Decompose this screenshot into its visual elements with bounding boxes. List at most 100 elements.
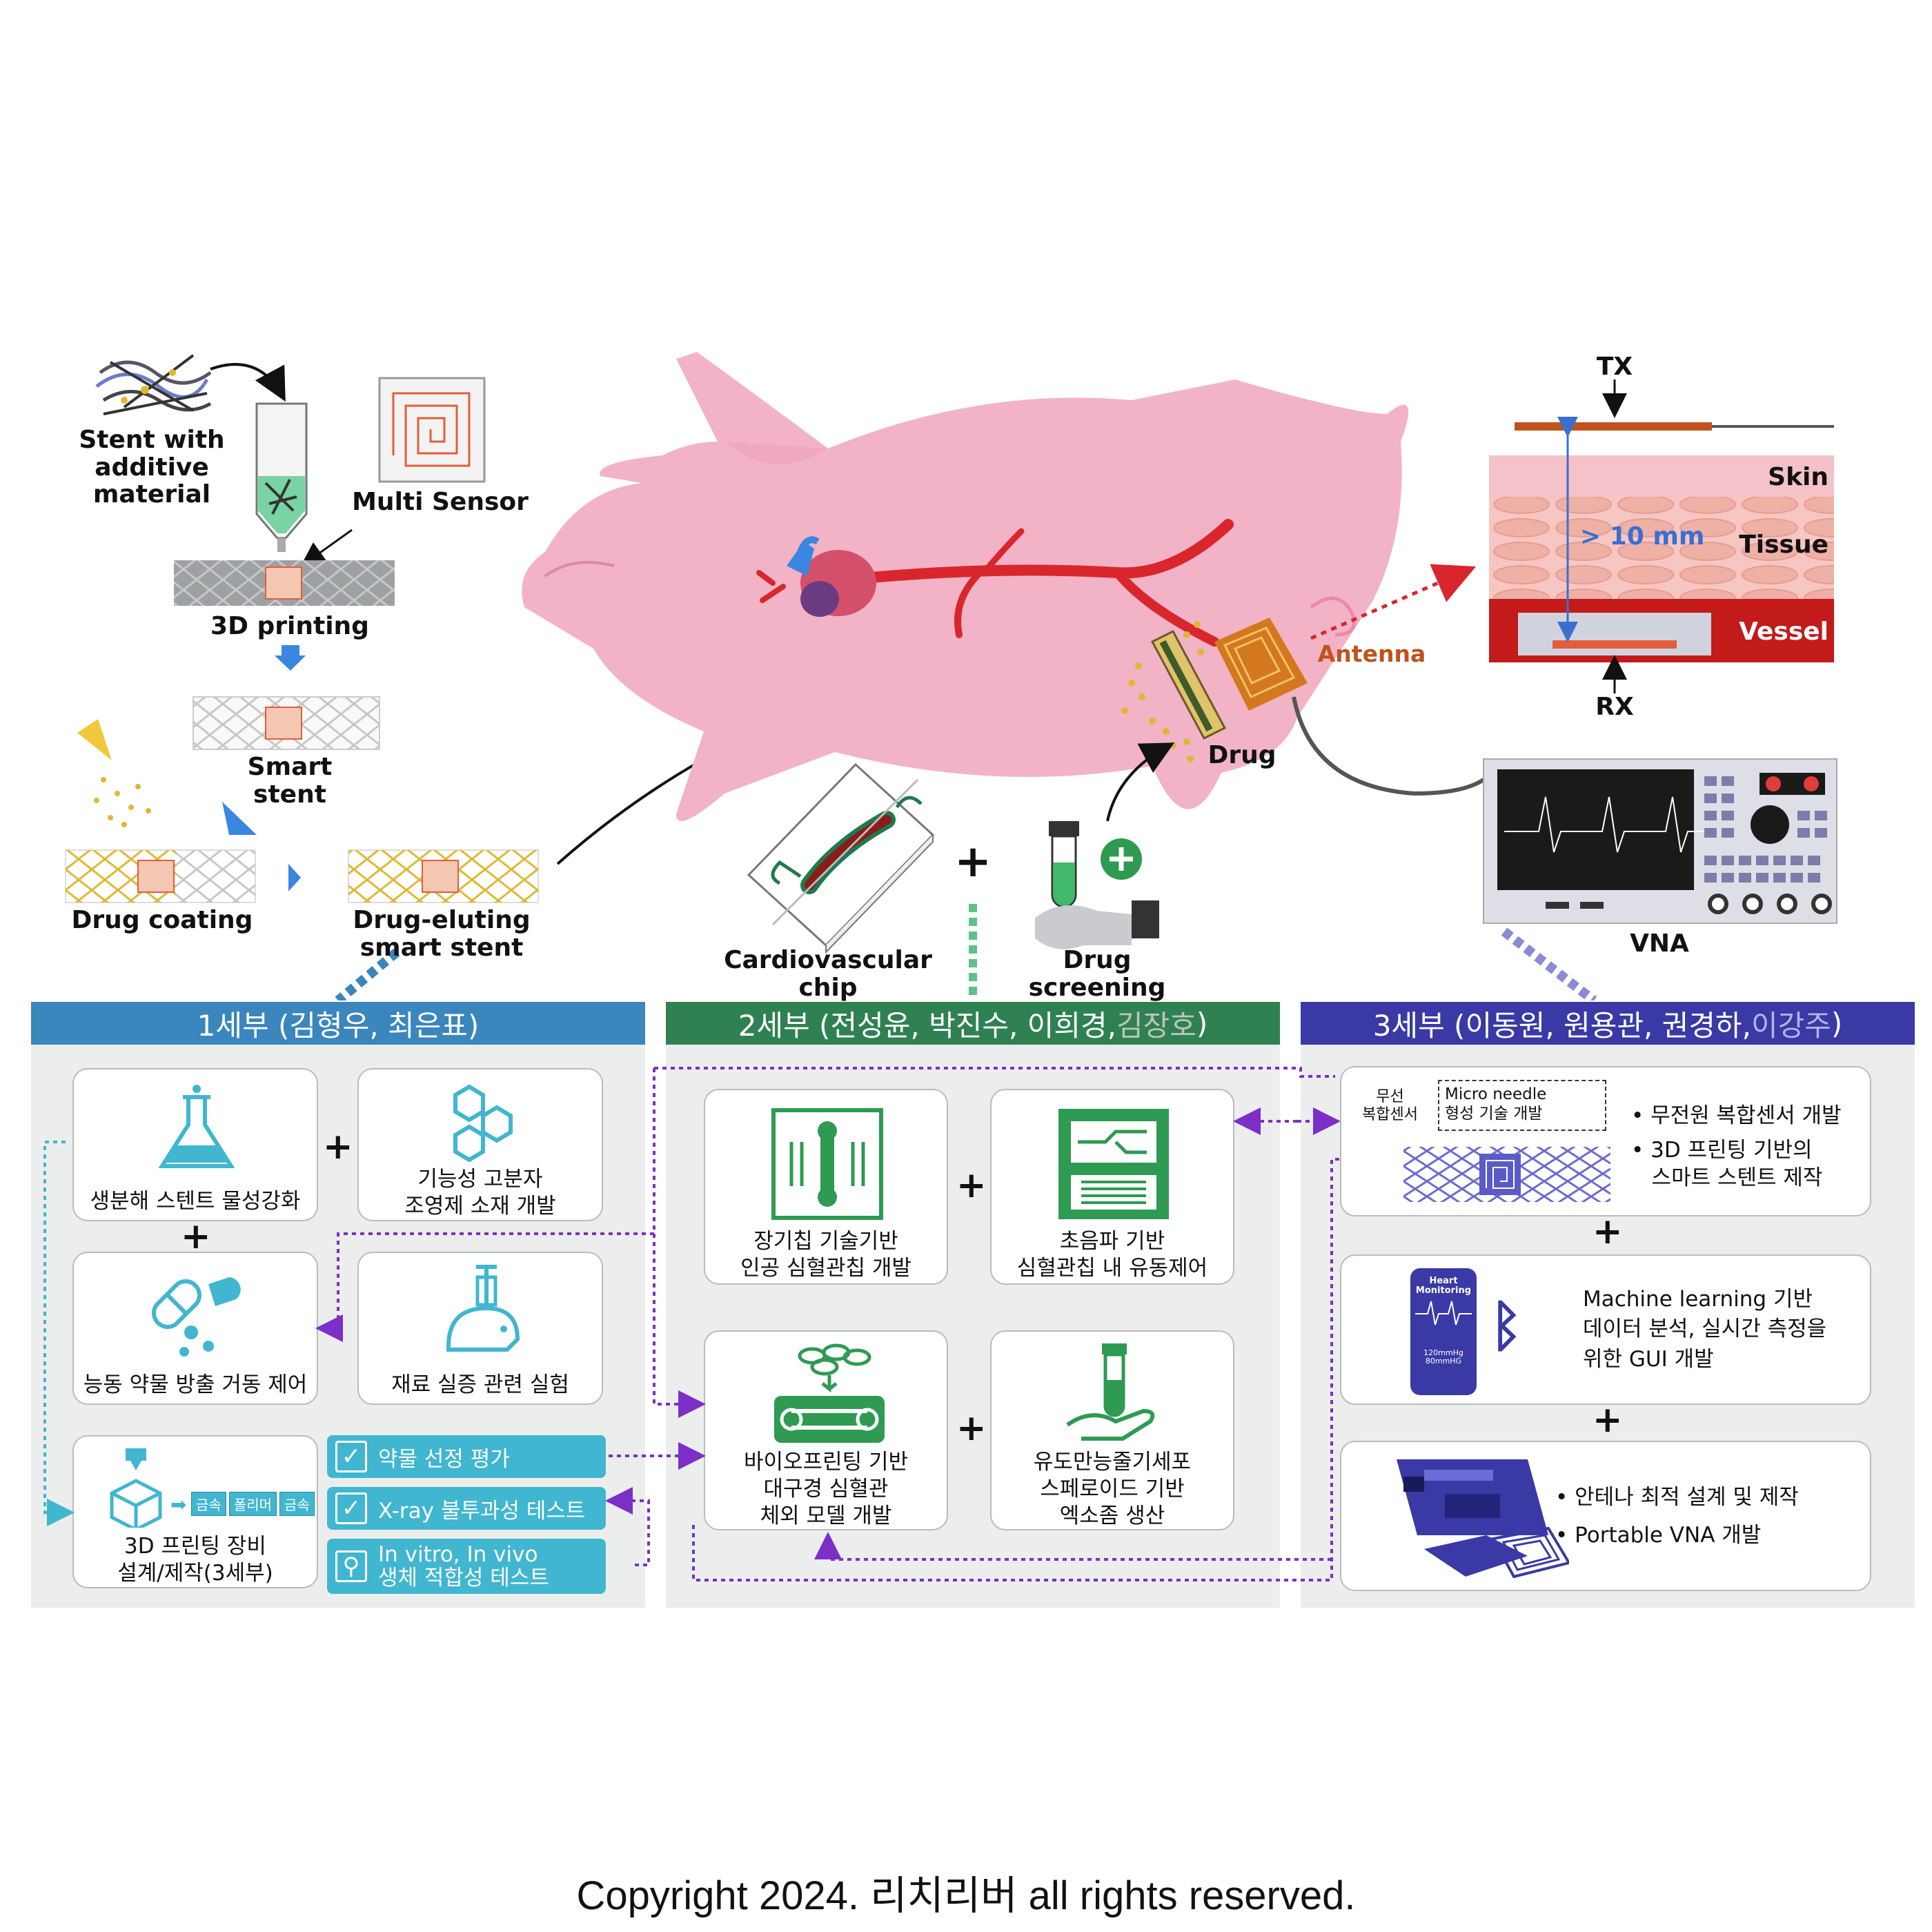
rx-label: RX xyxy=(1595,693,1634,721)
material-tag: 폴리머 xyxy=(228,1492,277,1516)
panel-3-title-grey: 이강주 xyxy=(1751,1008,1831,1043)
card-antenna-vna: • 안테나 최적 설계 및 제작 • Portable VNA 개발 xyxy=(1340,1441,1871,1591)
wireless-bullet: • 3D 프린팅 기반의 스마트 스텐트 제작 xyxy=(1631,1138,1823,1191)
material-tag: 금속 xyxy=(191,1492,226,1516)
bluetooth-icon: ᛒ xyxy=(1490,1294,1523,1358)
plus-sign: + xyxy=(323,1126,353,1167)
cardio-chip-label: Cardiovascular chip xyxy=(724,946,932,1002)
card-label: 바이오프린팅 기반 대구경 심혈관 체외 모델 개발 xyxy=(743,1450,908,1528)
vessel-label: Vessel xyxy=(1739,618,1828,646)
antenna-patch xyxy=(1214,618,1308,711)
check-drug-selection: ✓ 약물 선정 평가 xyxy=(327,1435,606,1478)
multi-sensor-label: Multi Sensor xyxy=(352,488,529,516)
phone-values: 120mmHg 80mmHG xyxy=(1423,1348,1463,1366)
capsule-icon xyxy=(152,1277,241,1357)
card-biodegradable-stent: 생분해 스텐트 물성강화 xyxy=(72,1068,318,1221)
card-3d-printing-equipment: ➡ 금속 폴리머 금속 3D 프린팅 장비 설계/제작(3세부) xyxy=(72,1435,318,1588)
test-tube-hand-icon xyxy=(1066,1343,1155,1441)
panel-1-title: 1세부 (김형우, 최은표) xyxy=(31,1002,645,1045)
cardio-chip-icon xyxy=(747,762,935,954)
artery-illustration xyxy=(756,519,1234,647)
panel-2-title-grey: 김장호 xyxy=(1116,1008,1196,1043)
card-label: 장기칩 기술기반 인공 심혈관칩 개발 xyxy=(740,1229,911,1281)
panel-3-title: 3세부 (이동원, 원용관, 권경하, 이강주) xyxy=(1301,1002,1915,1045)
panel-2-title-end: ) xyxy=(1196,1006,1208,1041)
implanted-stent xyxy=(1150,630,1227,740)
circuit-board-icon xyxy=(1397,1459,1569,1579)
material-tag: 금속 xyxy=(279,1492,315,1516)
card-functional-polymer: 기능성 고분자 조영제 소재 개발 xyxy=(357,1068,603,1221)
phone-title: Heart Monitoring xyxy=(1415,1276,1472,1297)
skin-label: Skin xyxy=(1768,463,1828,491)
card-drug-release: 능동 약물 방출 거동 제어 xyxy=(72,1252,318,1405)
drug-label: Drug xyxy=(1208,741,1276,769)
drug-screening-label: Drug screening xyxy=(1028,946,1166,1002)
plus-sign: + xyxy=(956,1165,987,1206)
card-label: 3D 프린팅 장비 설계/제작(3세부) xyxy=(117,1534,273,1586)
card-ml-gui: Heart Monitoring 120mmHg 80mmHG ᛒ Machin… xyxy=(1340,1254,1871,1405)
organ-chip-icon xyxy=(771,1108,883,1220)
check-label: 약물 선정 평가 xyxy=(378,1446,510,1472)
tx-label: TX xyxy=(1596,353,1633,381)
card-label: 재료 실증 관련 실험 xyxy=(391,1372,569,1397)
card-label: 초음파 기반 심혈관칩 내 유동제어 xyxy=(1016,1229,1208,1281)
card-label: 유도만능줄기세포 스페로이드 기반 엑소좀 생산 xyxy=(1033,1450,1192,1528)
biocompat-icon: ⚲ xyxy=(335,1550,367,1582)
heartbeat-icon xyxy=(1415,1301,1472,1325)
plus-sign: + xyxy=(956,1408,987,1449)
3d-printer-icon xyxy=(110,1448,162,1528)
card-label: 능동 약물 방출 거동 제어 xyxy=(83,1372,308,1397)
vna-label: VNA xyxy=(1630,929,1689,958)
bioprinting-icon xyxy=(774,1343,885,1443)
drug-coating-label: Drug coating xyxy=(71,906,253,934)
plus-sign: + xyxy=(181,1216,211,1257)
card-material-experiment: 재료 실증 관련 실험 xyxy=(357,1252,603,1405)
drug-screening-icon xyxy=(1035,821,1159,949)
multi-sensor-icon xyxy=(378,377,486,483)
phone-icon: Heart Monitoring 120mmHg 80mmHG xyxy=(1410,1268,1477,1395)
panel-2-title-main: 2세부 (전성윤, 박진수, 이희경, xyxy=(738,1008,1116,1043)
check-label: X-ray 불투과성 테스트 xyxy=(378,1498,586,1524)
card-organ-chip: 장기칩 기술기반 인공 심혈관칩 개발 xyxy=(704,1089,948,1285)
smart-stent-label: Smart stent xyxy=(247,753,333,809)
card-label: 생분해 스텐트 물성강화 xyxy=(90,1189,301,1214)
panel-3-title-main: 3세부 (이동원, 원용관, 권경하, xyxy=(1372,1008,1751,1043)
vna-device xyxy=(1483,758,1837,924)
flask-icon xyxy=(158,1085,235,1168)
micro-needle-label: Micro needle 형성 기술 개발 xyxy=(1445,1085,1547,1123)
printer-nozzle-icon xyxy=(255,402,308,552)
arrow-icon: ➡ xyxy=(170,1493,187,1516)
heart-icon xyxy=(787,536,876,617)
antenna-bullet: • Portable VNA 개발 xyxy=(1555,1523,1762,1548)
tissue-label: Tissue xyxy=(1739,531,1828,559)
mouse-icon xyxy=(446,1265,520,1352)
distance-label: > 10 mm xyxy=(1580,522,1705,551)
check-icon: ✓ xyxy=(335,1441,367,1472)
stent-material-label: Stent with additive material xyxy=(79,426,225,509)
stent-material-icon xyxy=(95,354,212,415)
plus-sign: + xyxy=(1593,1211,1623,1252)
molecule-icon xyxy=(453,1084,513,1163)
card-ipsc-exosome: 유도만능줄기세포 스페로이드 기반 엑소좀 생산 xyxy=(990,1330,1234,1530)
check-label: In vitro, In vivo 생체 적합성 테스트 xyxy=(378,1541,549,1590)
plus-sign: + xyxy=(1593,1399,1623,1441)
ml-text: Machine learning 기반 데이터 분석, 실시간 측정을 위한 G… xyxy=(1583,1287,1827,1372)
check-xray: ✓X-ray 불투과성 테스트 xyxy=(327,1487,606,1530)
sensor-stent-icon xyxy=(1403,1147,1610,1202)
micro-needle-box: Micro needle 형성 기술 개발 xyxy=(1438,1080,1606,1131)
tissue-cross-section xyxy=(1489,379,1834,693)
card-ultrasound-chip: 초음파 기반 심혈관칩 내 유동제어 xyxy=(990,1089,1234,1285)
material-tag-row: 금속 폴리머 금속 xyxy=(191,1492,315,1516)
antenna-bullet: • 안테나 최적 설계 및 제작 xyxy=(1555,1485,1799,1510)
ultrasound-chip-icon xyxy=(1058,1109,1169,1219)
card-label: 기능성 고분자 조영제 소재 개발 xyxy=(404,1167,556,1219)
drug-eluting-label: Drug-eluting smart stent xyxy=(353,906,531,962)
printing-label: 3D printing xyxy=(210,612,369,640)
copyright-text: Copyright 2024. 리치리버 all rights reserved… xyxy=(576,1873,1356,1918)
antenna-label: Antenna xyxy=(1317,640,1426,667)
wireless-sensor-label: 무선 복합센서 xyxy=(1362,1088,1418,1124)
card-bioprinting: 바이오프린팅 기반 대구경 심혈관 체외 모델 개발 xyxy=(704,1330,948,1530)
svg-text:+: + xyxy=(954,836,992,887)
panel-3-title-end: ) xyxy=(1831,1006,1843,1041)
check-biocompat: ⚲ In vitro, In vivo 생체 적합성 테스트 xyxy=(327,1539,606,1594)
